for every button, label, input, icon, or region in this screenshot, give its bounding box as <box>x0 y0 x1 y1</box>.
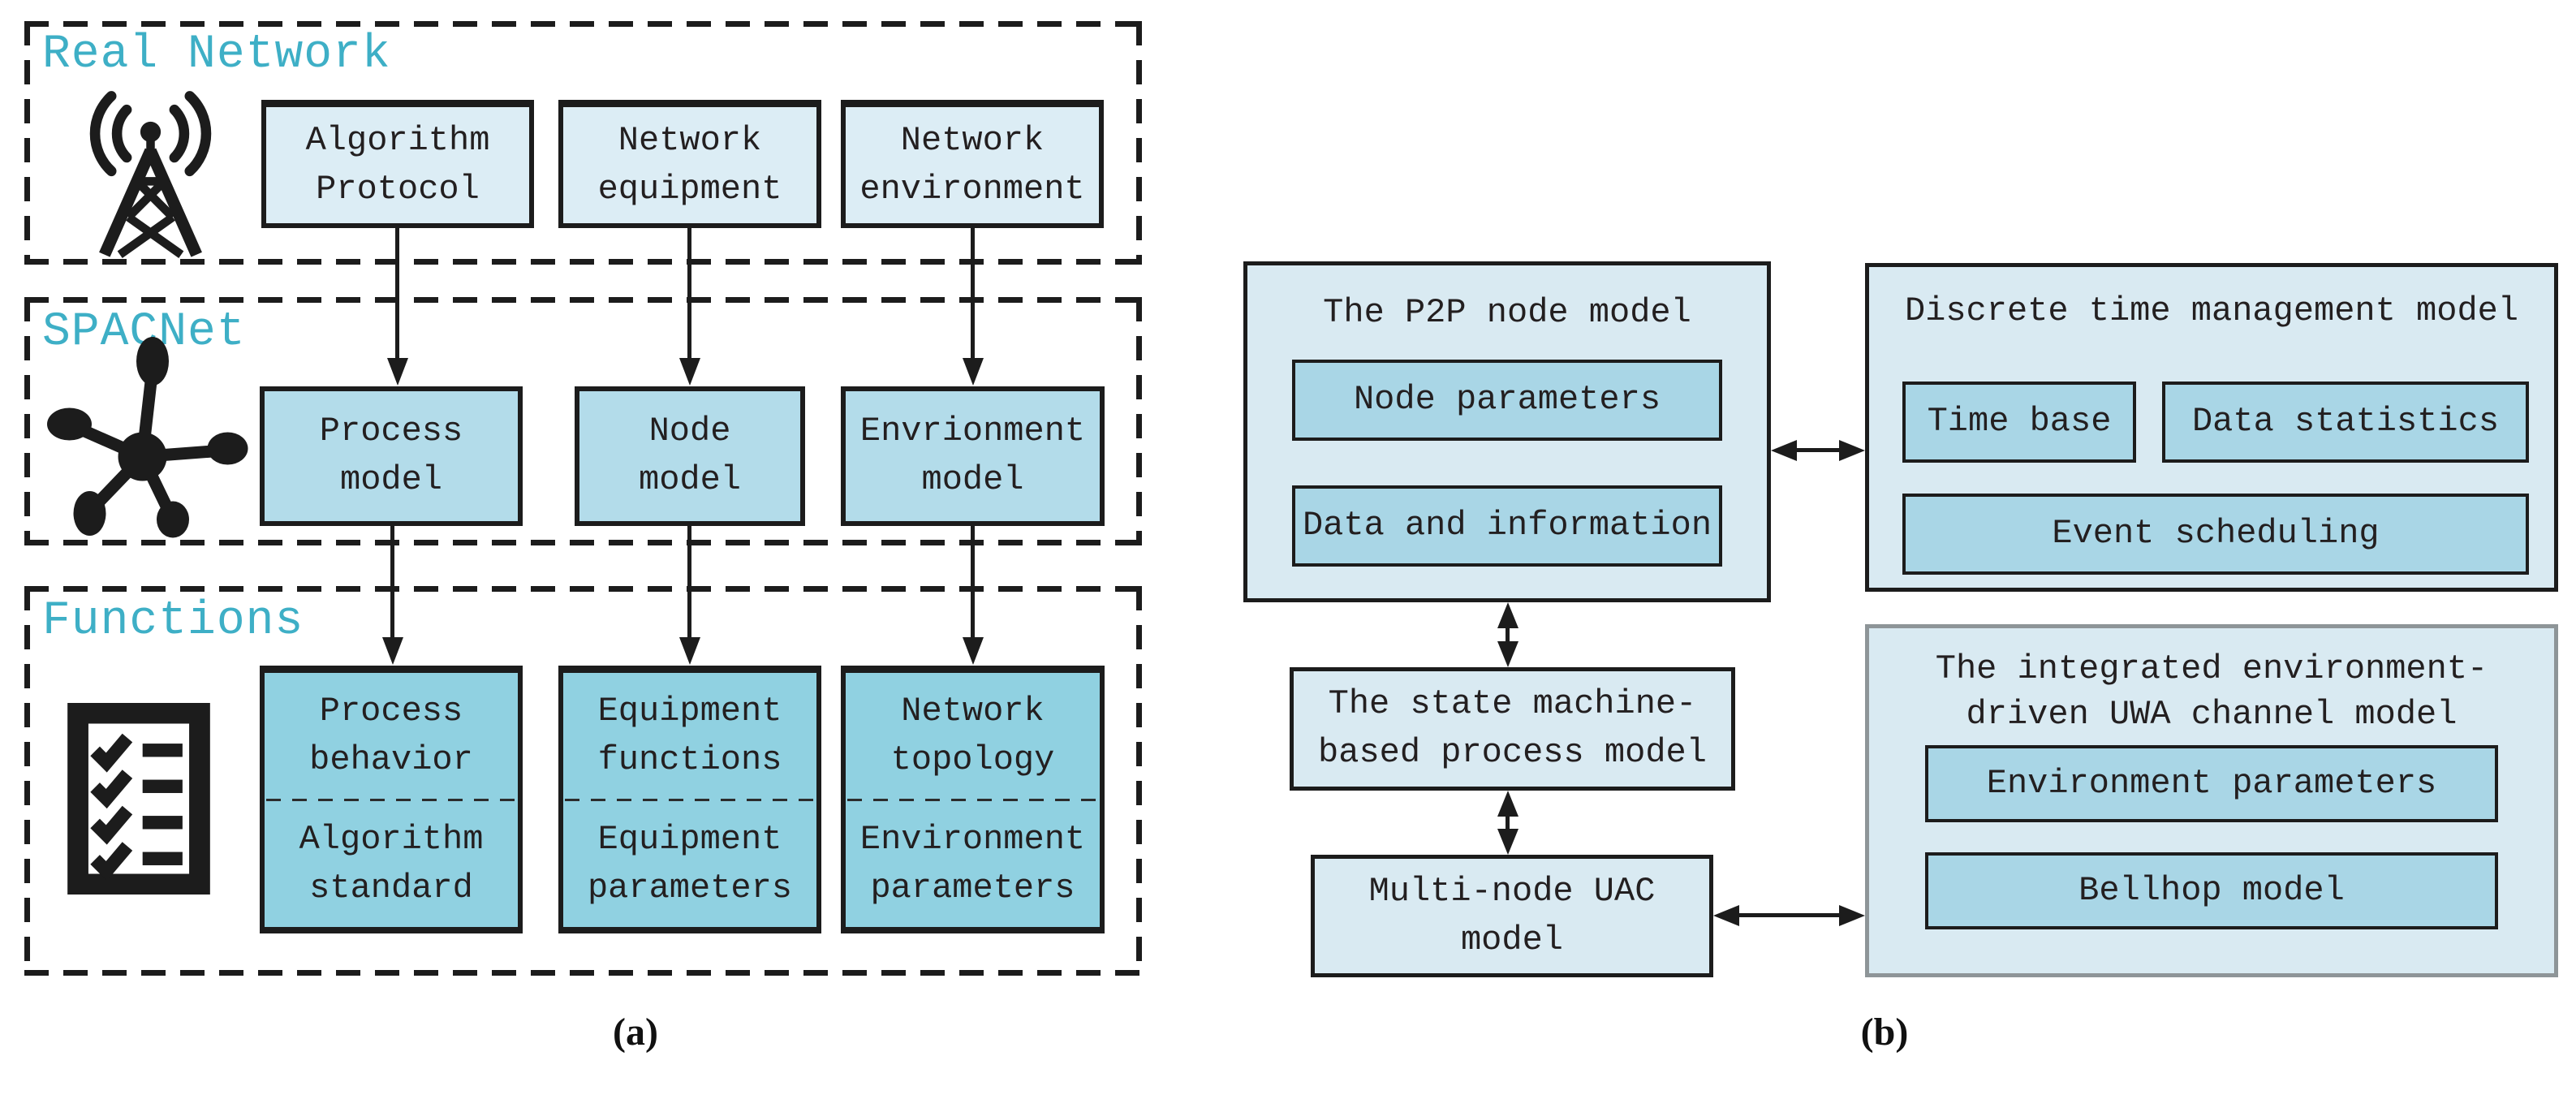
arrow-process-to-behavior <box>390 526 394 638</box>
multi-node-uac-model-label: Multi-node UAC model <box>1368 871 1656 959</box>
network-equipment-label: Network equipment <box>597 120 782 209</box>
network-hub-icon <box>47 337 248 538</box>
process-model-box: Process model <box>260 386 523 526</box>
equipment-functions-label: Equipment functions <box>597 691 782 779</box>
dashed-divider <box>266 799 516 801</box>
network-environment-label: Network environment <box>859 120 1085 209</box>
data-and-information-label: Data and information <box>1302 506 1712 545</box>
equipment-functions-parameters-box: Equipment functions Equipment parameters <box>558 666 821 933</box>
environment-model-label: Envrionment model <box>859 412 1086 499</box>
multi-node-uac-model-box: Multi-node UAC model <box>1311 855 1713 977</box>
node-model-label: Node model <box>638 412 742 499</box>
arrow-uac-uwa <box>1739 913 1839 917</box>
dashed-divider <box>847 799 1098 801</box>
event-scheduling-label: Event scheduling <box>2052 514 2380 554</box>
arrow-node-to-functions <box>687 526 691 638</box>
algorithm-standard-cell: Algorithm standard <box>265 801 518 927</box>
network-topology-cell: Network topology <box>846 673 1100 799</box>
arrow-p2p-timemgmt <box>1797 448 1839 452</box>
network-topology-label: Network topology <box>890 691 1055 779</box>
arrow-equipment-to-node <box>687 228 691 359</box>
equipment-parameters-cell: Equipment parameters <box>563 801 816 927</box>
process-behavior-label: Process behavior <box>309 691 473 779</box>
dashed-divider <box>565 799 815 801</box>
checklist-icon <box>67 703 210 895</box>
arrow-p2p-statemachine <box>1506 628 1510 641</box>
real-network-title: Real Network <box>42 28 391 81</box>
environment-parameters-label: Environment parameters <box>859 819 1086 907</box>
equipment-functions-cell: Equipment functions <box>563 673 816 799</box>
bellhop-model-label: Bellhop model <box>2078 870 2345 910</box>
equipment-parameters-label: Equipment parameters <box>587 819 793 907</box>
environment-parameters-box: Environment parameters <box>1925 745 2498 822</box>
state-machine-process-model-label: The state machine- based process model <box>1318 684 1707 772</box>
functions-title: Functions <box>42 595 304 648</box>
state-machine-process-model-box: The state machine- based process model <box>1290 667 1735 791</box>
network-topology-parameters-box: Network topology Environment parameters <box>841 666 1105 933</box>
environment-model-box: Envrionment model <box>841 386 1105 526</box>
network-environment-box: Network environment <box>841 100 1104 228</box>
time-base-label: Time base <box>1927 402 2112 442</box>
time-base-box: Time base <box>1902 382 2136 463</box>
uwa-channel-model-box: The integrated environment- driven UWA c… <box>1865 624 2558 977</box>
discrete-time-management-box: Discrete time management model Time base… <box>1865 263 2558 592</box>
discrete-time-management-title: Discrete time management model <box>1904 291 2519 330</box>
environment-parameters-cell: Environment parameters <box>846 801 1100 927</box>
panel-b-caption: (b) <box>1860 1011 1909 1054</box>
uwa-channel-model-title: The integrated environment- driven UWA c… <box>1935 649 2488 734</box>
data-statistics-box: Data statistics <box>2162 382 2529 463</box>
arrow-protocol-to-process <box>395 228 399 359</box>
p2p-node-model-title: The P2P node model <box>1323 293 1691 332</box>
radio-tower-icon <box>89 91 212 258</box>
data-and-information-box: Data and information <box>1292 485 1722 567</box>
environment-parameters-label: Environment parameters <box>1986 763 2437 803</box>
node-model-box: Node model <box>575 386 805 526</box>
network-equipment-box: Network equipment <box>558 100 821 228</box>
process-model-label: Process model <box>319 412 463 499</box>
data-statistics-label: Data statistics <box>2191 402 2500 442</box>
panel-a-caption: (a) <box>613 1011 658 1054</box>
process-behavior-cell: Process behavior <box>265 673 518 799</box>
node-parameters-box: Node parameters <box>1292 360 1722 441</box>
process-behavior-standard-box: Process behavior Algorithm standard <box>260 666 523 933</box>
p2p-node-model-box: The P2P node model Node parameters Data … <box>1243 261 1771 602</box>
bellhop-model-box: Bellhop model <box>1925 852 2498 929</box>
event-scheduling-box: Event scheduling <box>1902 494 2529 575</box>
arrow-statemachine-uac <box>1506 817 1510 829</box>
arrow-envmodel-to-topology <box>971 526 975 638</box>
algorithm-standard-label: Algorithm standard <box>299 819 484 907</box>
algorithm-protocol-label: Algorithm Protocol <box>305 120 490 209</box>
node-parameters-label: Node parameters <box>1353 380 1661 420</box>
algorithm-protocol-box: Algorithm Protocol <box>261 100 534 228</box>
arrow-environment-to-envmodel <box>971 228 975 359</box>
